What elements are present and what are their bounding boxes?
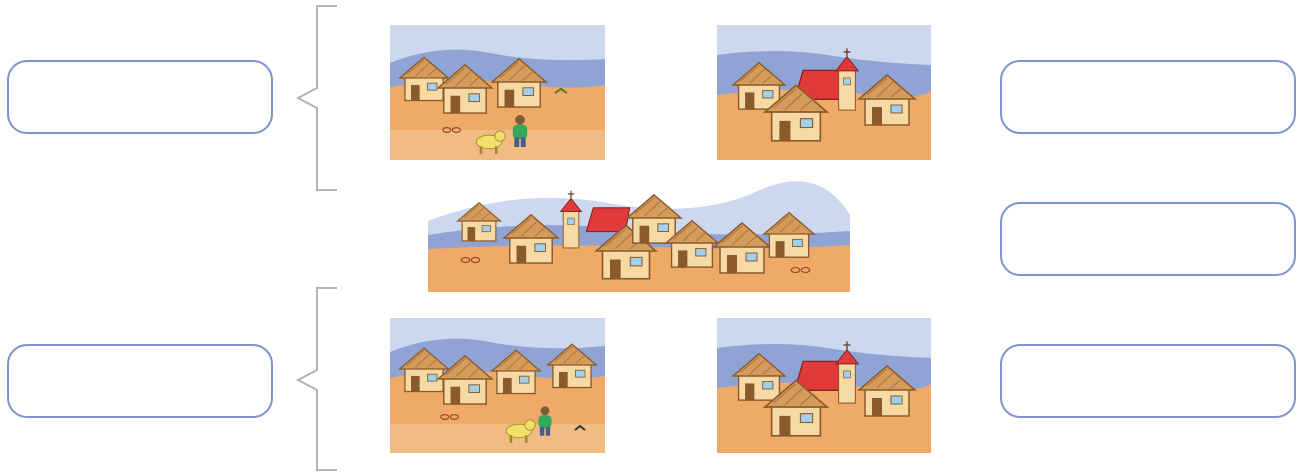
left-bracket-top bbox=[290, 0, 340, 195]
answer-box-right-1[interactable] bbox=[1000, 60, 1296, 134]
answer-box-right-2[interactable] bbox=[1000, 202, 1296, 276]
village-church-top bbox=[717, 25, 931, 160]
village-church-bottom bbox=[717, 318, 931, 453]
answer-box-right-3[interactable] bbox=[1000, 344, 1296, 418]
village-houses-person-dog-top bbox=[390, 25, 605, 160]
town-panorama bbox=[428, 181, 850, 292]
village-houses-person-dog-bottom bbox=[390, 318, 605, 453]
answer-box-left-top[interactable] bbox=[7, 60, 273, 134]
answer-box-left-bottom[interactable] bbox=[7, 344, 273, 418]
left-bracket-bottom bbox=[290, 282, 340, 473]
